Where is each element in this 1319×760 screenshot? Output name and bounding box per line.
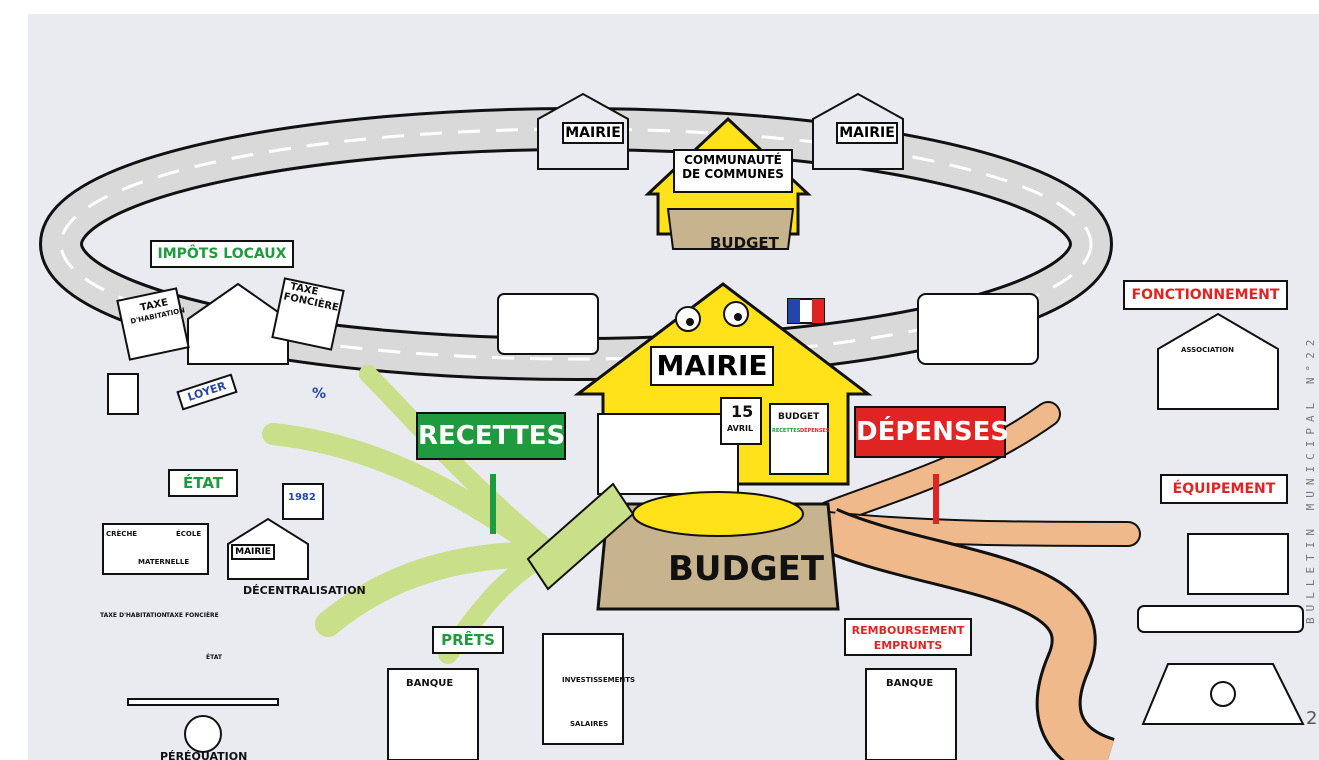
investissements-label: INVESTISSEMENTS <box>562 676 636 684</box>
percent-label: % <box>312 386 327 402</box>
side-text: BULLETIN MUNICIPAL N°22 <box>1304 333 1317 624</box>
communaute-label: COMMUNAUTÉ DE COMMUNES <box>673 149 793 193</box>
fonctionnement-label: FONCTIONNEMENT <box>1123 280 1288 310</box>
basketball-court <box>1141 663 1305 725</box>
budget-main-label: BUDGET <box>668 549 825 589</box>
budget-document <box>769 403 829 475</box>
calculator-icon <box>107 373 139 415</box>
garbage-truck-icon <box>497 293 599 355</box>
remboursement-line2: EMPRUNTS <box>873 639 943 652</box>
taxe-fonciere-doc <box>271 277 345 351</box>
recettes-post <box>490 474 496 534</box>
school-right <box>1187 533 1289 595</box>
remboursement-label: REMBOURSEMENT EMPRUNTS <box>844 618 972 656</box>
etat-label: ÉTAT <box>168 469 238 497</box>
mairie-etat-label: MAIRIE <box>231 544 275 560</box>
equipement-label: ÉQUIPEMENT <box>1160 474 1288 504</box>
calendar-1982 <box>282 483 324 520</box>
mairie-center-label: MAIRIE <box>650 346 774 386</box>
mini-budget-label: BUDGET <box>778 412 820 422</box>
depenses-post <box>933 474 939 524</box>
creche-label: CRÈCHE <box>106 530 138 538</box>
maternelle-label: MATERNELLE <box>138 558 190 566</box>
perequation-label: PÉRÉQUATION <box>160 750 248 760</box>
mairie-left-label: MAIRIE <box>562 122 624 144</box>
illustration: MAIRIE MAIRIE COMMUNAUTÉ DE COMMUNES BUD… <box>28 14 1319 760</box>
salaires-label: SALAIRES <box>570 720 609 728</box>
tram-icon <box>1137 605 1304 633</box>
recettes-sign: RECETTES <box>416 412 566 460</box>
banque-right-label: BANQUE <box>886 678 934 689</box>
depenses-sign: DÉPENSES <box>854 406 1009 458</box>
association-house <box>1157 312 1279 410</box>
mini-depenses-label: DÉPENSES <box>800 428 830 434</box>
communaute-budget-box <box>666 208 795 250</box>
communaute-budget-label: BUDGET <box>710 234 779 252</box>
year-label: 1982 <box>288 492 316 503</box>
ecole-label: ÉCOLE <box>176 530 202 538</box>
calendar-icon <box>720 397 762 445</box>
decentralisation-label: DÉCENTRALISATION <box>243 584 366 597</box>
board <box>542 633 624 745</box>
communaute-line2: DE COMMUNES <box>682 167 784 181</box>
page-number: 2 <box>1306 708 1318 729</box>
impots-locaux-label: IMPÔTS LOCAUX <box>150 240 294 268</box>
ramp <box>526 482 635 591</box>
taxe-small-1: TAXE D'HABITATION <box>100 612 167 619</box>
house-impots <box>187 282 289 365</box>
bank-right <box>865 668 957 760</box>
bus-icon <box>917 293 1039 365</box>
branch-perequation <box>315 541 561 637</box>
school-buildings <box>102 523 209 575</box>
bank-left <box>387 668 479 760</box>
mairie-right-label: MAIRIE <box>836 122 898 144</box>
tribune <box>597 413 739 495</box>
date-month: AVRIL <box>727 424 754 433</box>
communaute-line1: COMMUNAUTÉ <box>684 153 782 167</box>
banque-left-label: BANQUE <box>406 678 454 689</box>
date-day: 15 <box>731 402 754 421</box>
money-bags <box>632 491 804 537</box>
taxe-habitation-doc <box>116 287 190 361</box>
taxe-small-2: TAXE FONCIÈRE <box>166 612 219 619</box>
scale-icon <box>127 698 279 706</box>
pipe-remboursement <box>819 510 1115 760</box>
etat-small-label: ÉTAT <box>206 654 222 661</box>
association-label: ASSOCIATION <box>1181 346 1234 354</box>
remboursement-line1: REMBOURSEMENT <box>851 624 965 637</box>
prets-label: PRÊTS <box>432 626 504 654</box>
pipe-fonctionnement <box>817 403 1059 525</box>
mini-recettes-label: RECETTES <box>772 428 801 434</box>
